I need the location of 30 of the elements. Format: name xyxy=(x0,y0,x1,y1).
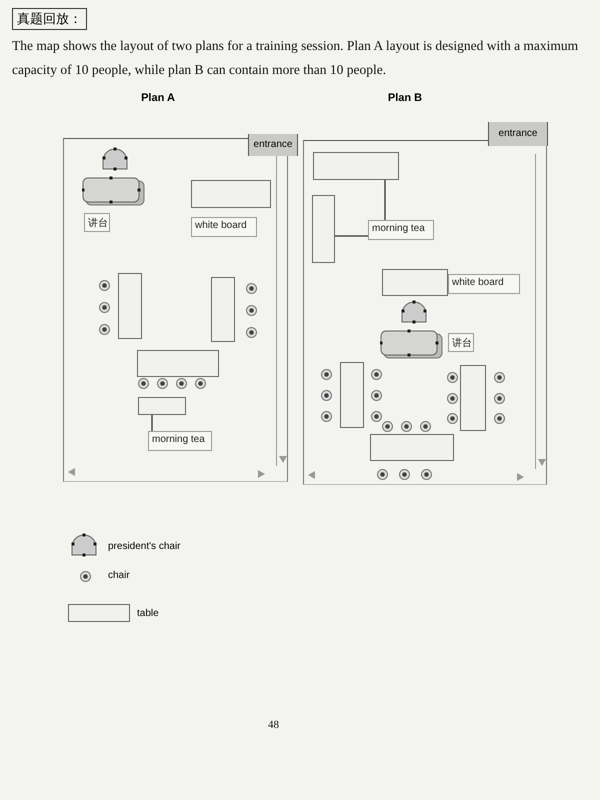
room-label: white board xyxy=(448,274,520,294)
legend-text: president's chair xyxy=(108,541,180,552)
table xyxy=(313,152,399,180)
plan-heading: Plan A xyxy=(140,92,176,104)
table xyxy=(340,362,364,428)
room-label: 讲台 xyxy=(84,213,110,232)
legend-text: table xyxy=(137,608,159,619)
intro-paragraph: The map shows the layout of two plans for a training session. Plan A layout is designed with a maximum capacity of 10 people, while plan B can contain more than 10 people. xyxy=(12,37,580,79)
table xyxy=(382,269,448,296)
leader-line xyxy=(151,415,153,431)
legend-text: chair xyxy=(108,570,130,581)
room-label: 讲台 xyxy=(448,333,474,352)
room-label: morning tea xyxy=(148,431,212,451)
table xyxy=(211,277,235,342)
table xyxy=(460,365,486,431)
room-label: white board xyxy=(191,217,257,237)
page-number: 48 xyxy=(268,718,280,733)
plan-heading: Plan B xyxy=(386,92,424,104)
leader-line xyxy=(384,180,386,220)
table xyxy=(138,397,186,415)
entrance-label: entrance xyxy=(248,134,298,156)
table xyxy=(137,350,219,377)
table xyxy=(118,273,142,339)
room-label: morning tea xyxy=(368,220,434,240)
section-heading: 真题回放： xyxy=(12,8,87,30)
entrance-label: entrance xyxy=(488,122,548,146)
table xyxy=(312,195,335,263)
table xyxy=(191,180,271,208)
table xyxy=(370,434,454,461)
leader-line xyxy=(335,235,368,237)
